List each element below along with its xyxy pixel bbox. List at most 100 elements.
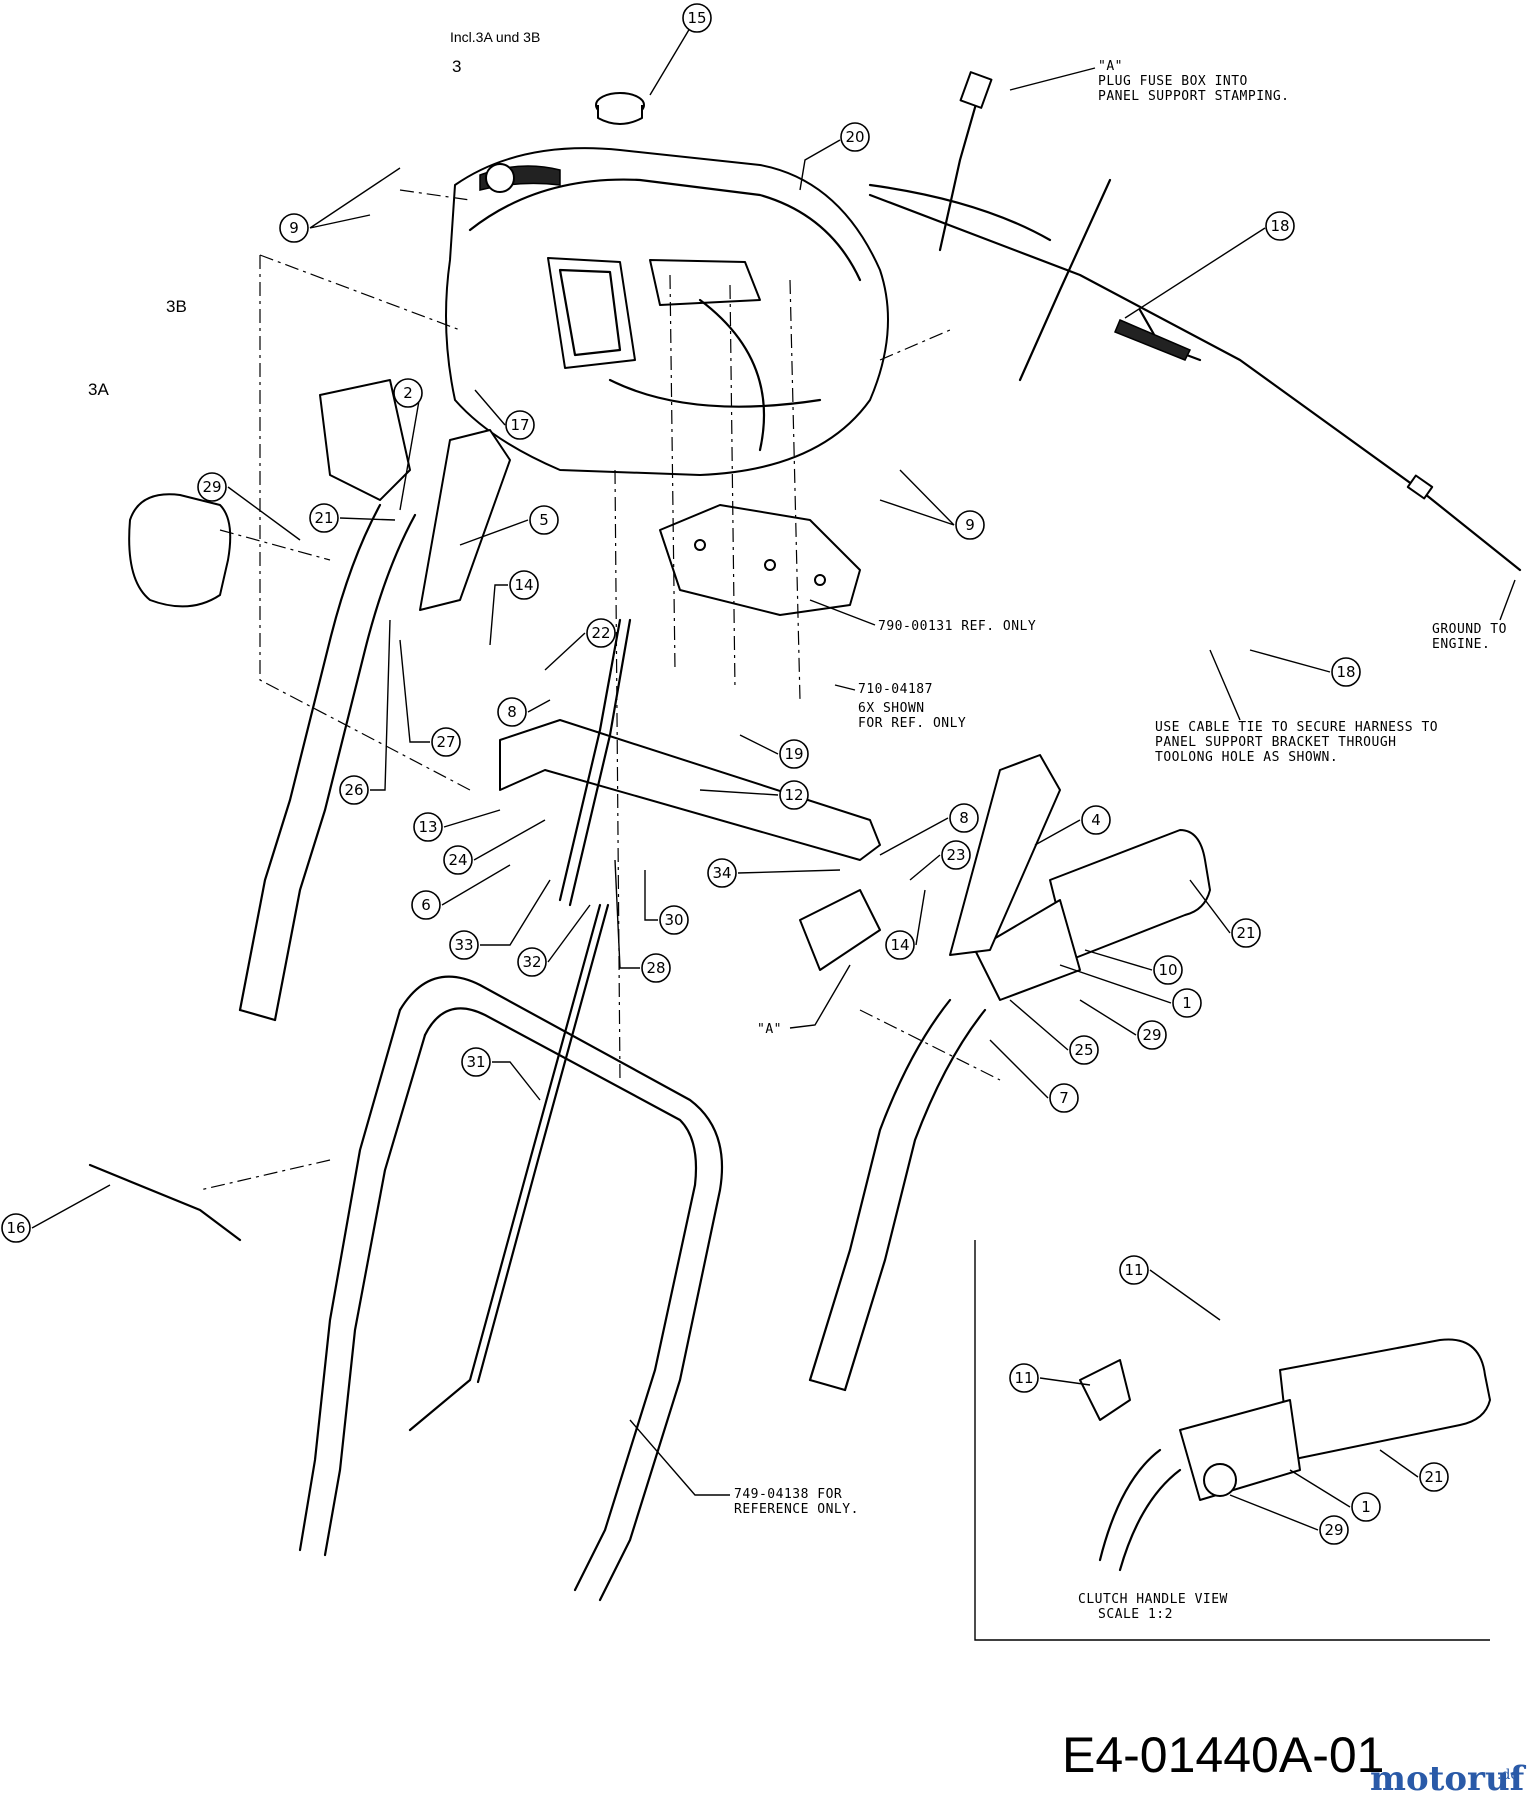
note-plug-fuse: "A" PLUG FUSE BOX INTO PANEL SUPPORT STA…: [1009, 59, 1289, 104]
callout-1-detail: 1: [1289, 1469, 1381, 1522]
callout-25-number: 25: [1074, 1041, 1093, 1059]
note-ground-line1: GROUND TO: [1432, 622, 1507, 637]
callout-14-left: 14: [489, 570, 539, 646]
callout-15-number: 15: [687, 9, 706, 27]
callout-15: 15: [649, 3, 712, 96]
callout-33: 33: [449, 879, 551, 960]
upper-handle-left: [238, 503, 417, 1022]
wire-harness-18: [868, 71, 1522, 572]
callout-1: 1: [1059, 964, 1202, 1018]
note-detail-view: CLUTCH HANDLE VIEW SCALE 1:2: [1078, 1592, 1228, 1622]
callout-29-detail: 29: [1229, 1494, 1349, 1545]
handle-grip-5: [419, 429, 511, 611]
callout-17: 17: [474, 389, 535, 440]
callout-31: 31: [461, 1047, 541, 1101]
callout-1-number: 1: [1182, 994, 1192, 1012]
note-ref-749: 749-04138 FOR REFERENCE ONLY.: [629, 1419, 859, 1517]
callout-18-number-top: 18: [1270, 217, 1289, 235]
callout-11-number-left: 11: [1014, 1369, 1033, 1387]
lower-handle-31: [298, 975, 724, 1602]
callout-29-left: 29: [197, 472, 301, 541]
callout-20-number: 20: [845, 128, 864, 146]
callout-2: 2: [393, 378, 423, 511]
callout-4-number: 4: [1091, 811, 1101, 829]
callout-9-number-right: 9: [965, 516, 975, 534]
callout-34-number: 34: [712, 864, 731, 882]
note-ref-710-line3: FOR REF. ONLY: [858, 716, 966, 731]
dashboard-console-3: [445, 147, 889, 476]
callout-21-detail: 21: [1379, 1449, 1449, 1492]
note-ref-710-line1: 710-04187: [858, 682, 933, 697]
callout-7: 7: [989, 1039, 1079, 1113]
callout-9-top: 9: [279, 167, 401, 243]
note-ref-710: 710-04187 6X SHOWN FOR REF. ONLY: [834, 682, 966, 731]
callout-26: 26: [339, 619, 391, 805]
callout-30: 30: [644, 870, 689, 935]
callout-12: 12: [699, 780, 809, 810]
callout-22: 22: [544, 618, 616, 671]
panel-support-12: [499, 618, 881, 971]
marker-a: "A": [757, 964, 851, 1037]
label-assembly-3A: 3A: [88, 380, 109, 399]
handle-grip-4: [949, 754, 1061, 956]
note-ground-line2: ENGINE.: [1432, 637, 1490, 652]
callout-9-right: 9: [879, 469, 985, 540]
panel-support-bracket: [659, 504, 861, 616]
callout-30-number: 30: [664, 911, 683, 929]
note-plug-fuse-line2: PLUG FUSE BOX INTO: [1098, 74, 1248, 89]
note-ref-749-line2: REFERENCE ONLY.: [734, 1502, 859, 1517]
upper-handle-right: [808, 998, 987, 1392]
drawing-code: E4-01440A-01: [1062, 1727, 1384, 1783]
cover-3B: [319, 379, 411, 501]
cover-3A: [128, 493, 232, 608]
note-cable-tie-line3: TOOLONG HOLE AS SHOWN.: [1155, 750, 1338, 765]
callout-13: 13: [413, 809, 501, 842]
callout-5-number: 5: [539, 511, 549, 529]
label-assembly-3: 3: [452, 57, 461, 76]
callout-21-number-detail: 21: [1424, 1468, 1443, 1486]
callout-8-number-right: 8: [959, 809, 969, 827]
callout-7-number: 7: [1059, 1089, 1069, 1107]
note-cable-tie-line2: PANEL SUPPORT BRACKET THROUGH: [1155, 735, 1396, 750]
callout-8-number-left: 8: [507, 703, 517, 721]
note-ref-710-line2: 6X SHOWN: [858, 701, 925, 716]
callout-1-number-detail: 1: [1361, 1498, 1371, 1516]
marker-a-label: "A": [757, 1022, 782, 1037]
callout-18-top: 18: [1124, 211, 1295, 319]
callout-29-number-right: 29: [1142, 1026, 1161, 1044]
label-assembly-3B: 3B: [166, 297, 187, 316]
callout-18-right: 18: [1249, 649, 1361, 687]
callout-14-number-left: 14: [514, 576, 533, 594]
callout-32: 32: [517, 904, 591, 977]
callout-27-number: 27: [436, 733, 455, 751]
callout-10-number: 10: [1158, 961, 1177, 979]
callout-16-number: 16: [6, 1219, 25, 1237]
reference-lines: [199, 189, 1001, 1191]
callout-19-number: 19: [784, 745, 803, 763]
callout-21-right: 21: [1189, 879, 1261, 948]
key-15: [595, 92, 645, 125]
callout-28-number-center: 28: [646, 959, 665, 977]
callout-11-number-top: 11: [1124, 1261, 1143, 1279]
header-note: Incl.3A und 3B: [450, 29, 540, 45]
callout-23: 23: [909, 840, 971, 881]
callout-10: 10: [1084, 949, 1183, 985]
callout-24: 24: [443, 819, 546, 875]
callout-5: 5: [459, 505, 559, 546]
cable-tie-16-left: [88, 1163, 242, 1242]
callout-21-left: 21: [309, 503, 396, 533]
note-detail-view-title: CLUTCH HANDLE VIEW: [1078, 1592, 1228, 1607]
callout-18-number-right: 18: [1336, 663, 1355, 681]
callout-2-number: 2: [403, 384, 413, 402]
note-plug-fuse-line1: "A": [1098, 59, 1123, 74]
callout-24-number: 24: [448, 851, 467, 869]
callout-17-number: 17: [510, 416, 529, 434]
callout-31-number: 31: [466, 1053, 485, 1071]
note-ground: GROUND TO ENGINE.: [1432, 579, 1516, 652]
callout-21-number-left: 21: [314, 509, 333, 527]
callout-22-number: 22: [591, 624, 610, 642]
callout-19: 19: [739, 734, 809, 769]
callout-11-left: 11: [1009, 1363, 1091, 1393]
callout-9-number-top: 9: [289, 219, 299, 237]
